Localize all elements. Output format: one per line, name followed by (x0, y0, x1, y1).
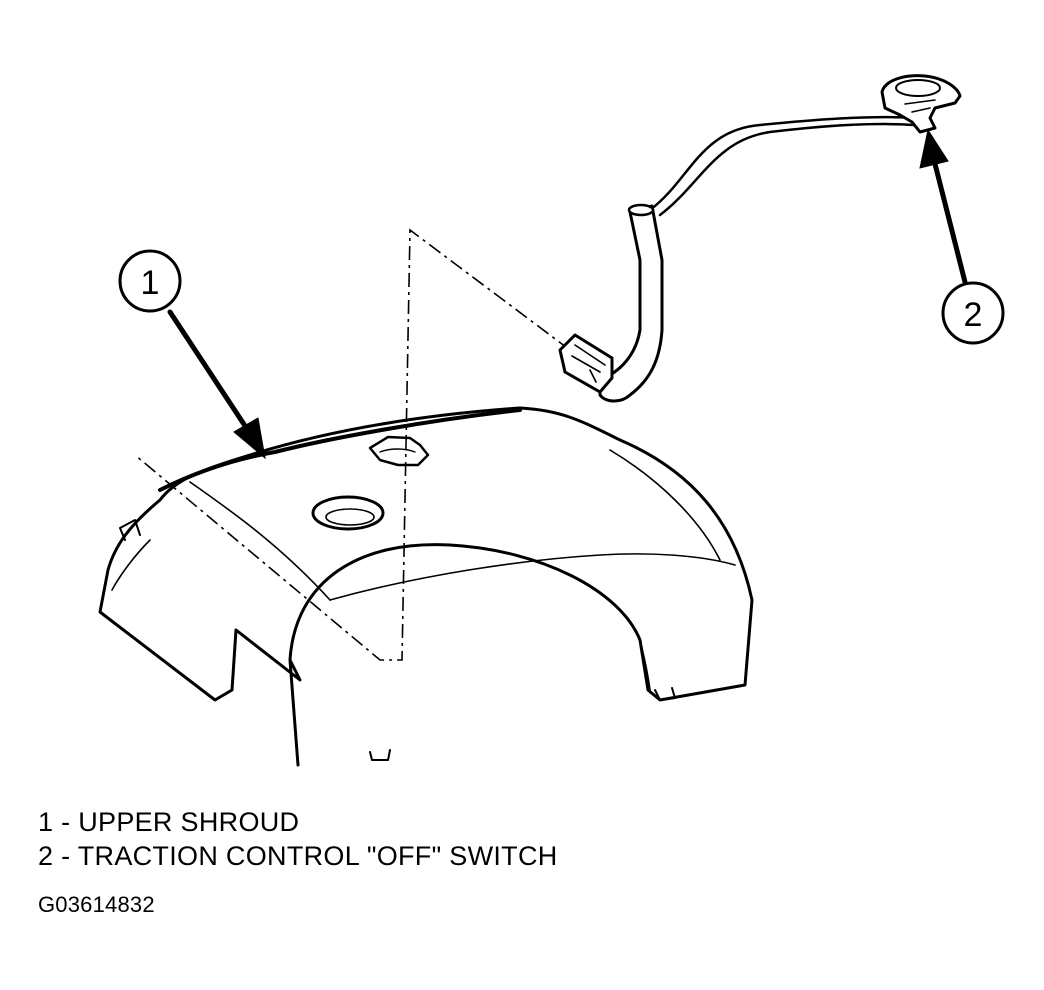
traction-control-switch-assembly (558, 74, 962, 403)
shroud-arch-inner (639, 639, 651, 691)
callout-2-number: 2 (964, 296, 983, 334)
legend-item-upper-shroud: 1 - UPPER SHROUD (38, 807, 300, 837)
callout-2-arrowhead (919, 128, 949, 169)
shroud-ignition-hole-inner (325, 508, 375, 526)
switch-conduit-end (627, 203, 655, 217)
callout-1-arrow-line (167, 309, 256, 441)
shroud-outline (98, 406, 754, 767)
shroud-crown-line (189, 481, 331, 601)
figure-id: G03614832 (38, 892, 155, 917)
shroud-switch-hole (368, 435, 430, 467)
shroud-left-bracket (119, 519, 141, 541)
exploded-view-diagram: 1 2 (98, 74, 1005, 767)
switch-wire-a (648, 115, 917, 212)
alignment-line-switch (134, 228, 571, 661)
switch-button-face (895, 79, 941, 97)
callout-1: 1 (118, 249, 182, 313)
switch-body-detail (904, 99, 936, 113)
callout-2-circle (941, 281, 1005, 345)
switch-conduit (598, 204, 664, 403)
legend-item-traction-control-switch: 2 - TRACTION CONTROL "OFF" SWITCH (38, 841, 558, 871)
upper-shroud (98, 406, 754, 767)
callout-1-number: 1 (141, 264, 160, 302)
shroud-left-recess (111, 539, 151, 591)
callout-1-arrowhead (233, 417, 266, 460)
shroud-switch-hole-inner (379, 448, 416, 453)
callout-2: 2 (941, 281, 1005, 345)
shroud-foot-right (654, 687, 676, 701)
callout-2-arrow-line (931, 157, 968, 285)
shroud-top-ridge (158, 408, 522, 492)
switch-connector-detail (571, 344, 606, 383)
switch-wire-b (658, 122, 917, 217)
shroud-foot-left (369, 749, 391, 761)
legend: 1 - UPPER SHROUD 2 - TRACTION CONTROL "O… (38, 805, 558, 873)
alignment-lines (134, 228, 571, 661)
callout-arrows (167, 128, 968, 460)
shroud-right-face (609, 449, 721, 561)
callout-1-circle (118, 249, 182, 313)
